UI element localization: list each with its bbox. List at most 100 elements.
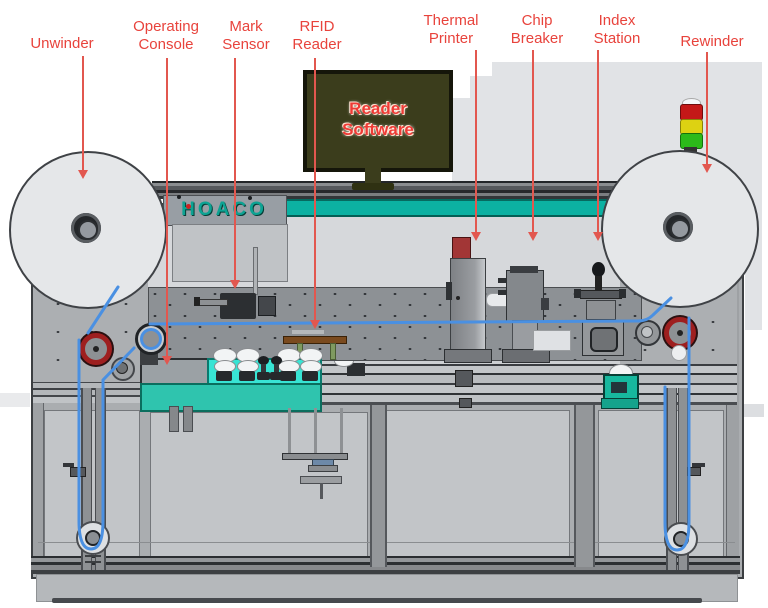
annotation-label-thermal-printer: Thermal Printer	[423, 12, 479, 47]
right-web-bracket-2	[687, 467, 701, 476]
teal-clamp-slot	[611, 382, 627, 393]
thermal-printer-tab	[446, 282, 452, 300]
leader-line-chip-breaker	[532, 50, 534, 232]
white-block	[533, 330, 571, 351]
console-knob-base	[302, 371, 318, 381]
red-roller-right-center	[677, 330, 683, 336]
spreader-mech-2	[308, 465, 338, 472]
mark-sensor-rod	[253, 247, 258, 295]
chip-breaker-arm-2	[498, 290, 507, 295]
brand-plate-screw-2	[248, 196, 252, 200]
leader-line-mark-sensor	[234, 58, 236, 280]
left-web-bracket	[63, 463, 74, 467]
rfid-antenna-bar	[283, 336, 347, 344]
console-knob-base	[216, 371, 232, 381]
teal-beam	[285, 199, 647, 217]
index-station-cross-cap-r	[619, 289, 626, 298]
index-station-mid	[586, 300, 616, 320]
chip-breaker-foot	[502, 349, 550, 363]
stack-light	[680, 98, 703, 152]
sub-plate-panel	[172, 224, 288, 282]
white-roller-right	[671, 345, 687, 361]
center-post-2	[574, 405, 595, 567]
spreader-rod	[288, 408, 291, 455]
dancer-roller-right-hub	[673, 531, 689, 547]
floor-shadow-right	[744, 404, 764, 417]
rfid-antenna-pad	[292, 330, 324, 334]
brand-logo: HOACO	[181, 199, 267, 220]
console-knob-base	[239, 371, 255, 381]
dancer-roller-left-hub	[85, 530, 101, 546]
console-small-knob	[258, 356, 269, 365]
gray-roller-left-inner	[116, 362, 128, 374]
thermal-printer-screw	[456, 296, 460, 300]
mark-sensor-arm-tip	[194, 297, 200, 306]
lower-panel-2	[150, 412, 368, 558]
console-small-knob	[271, 356, 282, 365]
mark-sensor-arm	[198, 299, 228, 306]
monitor-screen-text: Reader Software	[342, 99, 414, 140]
lower-panel-3	[386, 410, 570, 558]
annotation-label-chip-breaker: Chip Breaker	[510, 12, 564, 47]
base-plinth	[36, 574, 738, 602]
left-post-rung	[85, 555, 101, 557]
floor-shadow-left	[0, 393, 30, 407]
console-knob-base	[280, 371, 296, 381]
index-station-window	[590, 327, 618, 352]
rewinder-hub-core	[670, 219, 690, 239]
mark-sensor-clamp	[258, 296, 276, 316]
base-edge	[52, 598, 702, 603]
annotation-label-unwinder: Unwinder	[30, 35, 94, 52]
rfid-antenna-leg-2	[330, 343, 336, 360]
rail-block-3	[459, 398, 472, 408]
chip-breaker-arm-1	[498, 278, 507, 283]
monitor-base	[352, 183, 394, 190]
top-beam	[152, 181, 672, 199]
index-station-stem	[595, 276, 602, 290]
console-small-knob-base	[270, 372, 283, 380]
leader-arrow-mark-sensor	[230, 280, 240, 289]
console-small-knob-stem	[261, 364, 266, 373]
leader-arrow-thermal-printer	[471, 232, 481, 241]
left-web-bracket-2	[70, 467, 86, 477]
thermal-printer-foot	[444, 349, 492, 363]
brand-logo-red-dot	[186, 204, 191, 209]
operating-console-panel	[140, 358, 210, 387]
annotation-label-rewinder: Rewinder	[680, 33, 744, 50]
leader-arrow-unwinder	[78, 170, 88, 179]
chip-breaker-tab	[541, 298, 549, 310]
leader-arrow-chip-breaker	[528, 232, 538, 241]
center-post-1	[370, 405, 387, 567]
annotation-label-rfid-reader: RFID Reader	[292, 18, 342, 53]
brand-plate-screw-1	[177, 195, 181, 199]
chip-breaker-top-bar	[510, 266, 538, 273]
leader-arrow-rewinder	[702, 164, 712, 173]
spreader-pin	[320, 483, 323, 499]
leader-arrow-rfid-reader	[310, 320, 320, 329]
index-station-cross	[580, 290, 622, 299]
leader-line-unwinder	[82, 56, 84, 170]
spreader-rod	[340, 408, 343, 455]
spreader-rod	[314, 408, 317, 455]
leader-line-rfid-reader	[314, 58, 316, 320]
stack-light-base	[684, 147, 697, 152]
leader-arrow-operating-console	[162, 356, 172, 365]
chip-breaker-body	[506, 270, 544, 322]
mark-sensor-device	[220, 293, 256, 319]
leader-line-index-station	[597, 50, 599, 232]
monitor-stand	[365, 168, 381, 184]
gray-roller-right-inner	[641, 326, 653, 338]
annotation-label-operating-console: Operating Console	[133, 18, 199, 53]
unwinder-hub-core	[78, 220, 98, 240]
console-post-stub	[169, 406, 179, 432]
lower-panel-4	[598, 410, 724, 558]
thermal-printer-column	[450, 258, 486, 354]
console-post-stub	[183, 406, 193, 432]
console-small-knob-stem	[274, 364, 279, 373]
leader-arrow-index-station	[593, 232, 603, 241]
console-skirt	[140, 383, 322, 412]
leader-line-rewinder	[706, 52, 708, 164]
left-post-rung	[85, 561, 101, 563]
annotation-label-index-station: Index Station	[593, 12, 641, 47]
